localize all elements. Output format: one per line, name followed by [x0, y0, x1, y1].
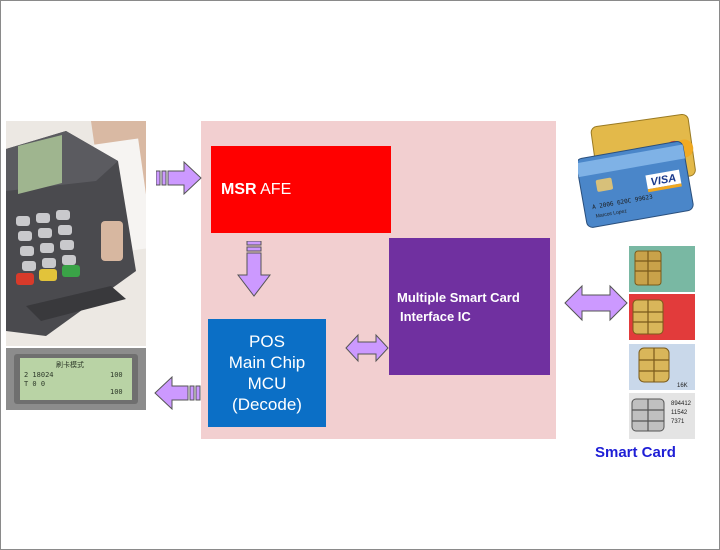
lcd-line-3: T 0 0	[24, 380, 45, 388]
sim-card-image	[629, 294, 695, 340]
chip-code-1: 894412	[671, 401, 692, 407]
double-arrow-icon	[345, 333, 389, 363]
credit-cards-image: VISA A 2006 620C 99623 Marcos Lopez	[578, 113, 698, 243]
msr-afe-box: MSR AFE	[211, 146, 391, 233]
double-arrow-icon	[564, 284, 628, 322]
lcd-value-2: 100	[110, 388, 123, 396]
ic-line-1: Multiple Smart Card	[397, 289, 520, 305]
ic-line-2: Interface IC	[400, 308, 471, 324]
chip-card-image: 894412 11542 7371	[629, 393, 695, 439]
card-holder-text: Marcos Lopez	[595, 208, 627, 219]
msr-label-bold: MSR	[221, 180, 257, 198]
mcu-box: POS Main Chip MCU (Decode)	[208, 319, 326, 427]
mcu-line-3: MCU	[247, 374, 287, 393]
arrow-down-icon	[237, 241, 271, 297]
chip-code-3: 7371	[671, 419, 685, 425]
sim-card-image	[629, 246, 695, 292]
visa-logo-text: VISA	[650, 172, 677, 188]
chip-code-2: 11542	[671, 410, 688, 416]
arrow-left-icon	[154, 376, 201, 410]
pos-terminal-image	[6, 121, 146, 346]
lcd-line-2: 2 18024	[24, 371, 54, 379]
mcu-line-2: Main Chip	[228, 353, 306, 372]
arrow-right-icon	[156, 161, 202, 195]
lcd-value-1: 100	[110, 371, 123, 379]
mcu-line-1: POS	[249, 332, 285, 351]
chip-card-image: 16K	[629, 344, 695, 390]
pos-lcd-image: 刷卡模式 2 18024 T 0 0 100 100	[6, 348, 146, 410]
chip-16k-text: 16K	[677, 383, 688, 389]
mcu-line-4: (Decode)	[232, 395, 302, 414]
lcd-line-1: 刷卡模式	[56, 360, 84, 369]
smartcard-interface-ic-box: Multiple Smart Card Interface IC	[389, 238, 550, 375]
msr-label-rest: AFE	[256, 180, 292, 198]
smart-card-caption: Smart Card	[595, 444, 676, 461]
